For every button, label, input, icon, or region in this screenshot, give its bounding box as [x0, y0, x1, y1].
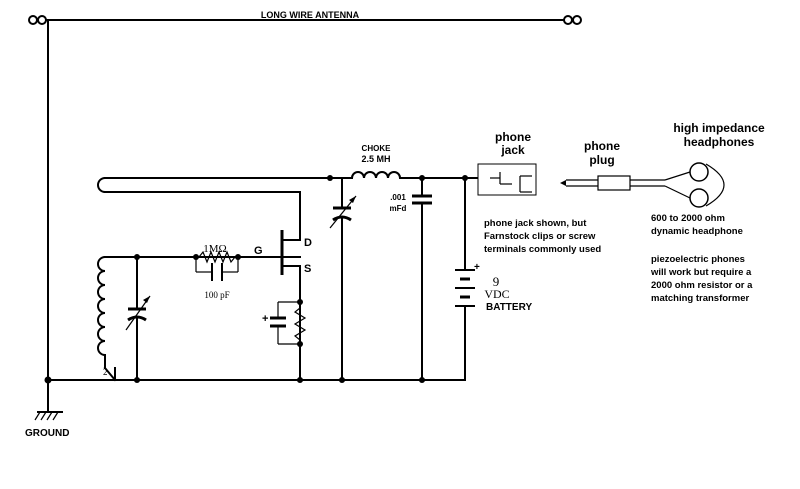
battery-label: BATTERY	[486, 302, 532, 313]
choke-title-label: CHOKE	[362, 144, 392, 153]
phone-plug-label-1: phone	[584, 139, 620, 153]
regeneration-capacitor-icon	[327, 175, 357, 383]
battery-plus-label: +	[474, 262, 480, 273]
source-bypass-capacitor-icon	[270, 299, 303, 347]
phone-jack-icon	[477, 163, 537, 196]
gate-capacitor-icon	[211, 263, 223, 281]
jack-note-line-3: terminals commonly used	[484, 244, 601, 255]
phone-jack-label-1: phone	[495, 130, 531, 144]
phone-plug-icon	[560, 175, 665, 191]
jack-note-line-1: phone jack shown, but	[484, 218, 587, 229]
headphone-note-line-2: dynamic headphone	[651, 226, 743, 237]
cap-value-label-1: .001	[390, 193, 406, 202]
resistor-value-label: 1MΩ	[203, 243, 226, 255]
jfet-transistor-icon	[266, 229, 303, 383]
gate-label: G	[254, 245, 263, 257]
piezo-note: piezoelectric phones will work but requi…	[650, 254, 753, 304]
piezo-note-line-2: will work but require a	[650, 267, 752, 278]
ground-label: GROUND	[25, 428, 69, 439]
piezo-note-line-1: piezoelectric phones	[651, 254, 745, 265]
source-label: S	[304, 263, 311, 275]
jack-note-line-2: Farnstock clips or screw	[484, 231, 596, 242]
bypass-plus-label: +	[262, 313, 268, 325]
piezo-note-line-3: 2000 ohm resistor or a	[651, 280, 753, 291]
rf-choke-icon	[341, 171, 491, 181]
choke-value-label: 2.5 MH	[361, 154, 390, 164]
ground-symbol-icon	[34, 411, 63, 421]
battery-icon	[455, 177, 475, 381]
phone-plug-label-2: plug	[589, 153, 614, 167]
headphones-icon	[664, 162, 725, 208]
bypass-capacitor-icon	[412, 177, 432, 383]
drain-label: D	[304, 237, 312, 249]
gate-resistor-icon	[193, 250, 241, 273]
phone-jack-label-2: jack	[500, 143, 525, 157]
source-resistor-icon	[293, 307, 307, 341]
headphones-label-1: high impedance	[673, 121, 765, 135]
headphones-label-2: headphones	[684, 135, 755, 149]
cap-small-value-label: 100 pF	[204, 290, 229, 300]
ground-bus	[44, 376, 466, 413]
tap-label: 2	[103, 367, 108, 377]
battery-vdc-label: VDC	[484, 287, 509, 301]
tickler-coil-icon	[97, 176, 331, 231]
headphone-note-line-1: 600 to 2000 ohm	[651, 213, 725, 224]
piezo-note-line-4: matching transformer	[651, 293, 749, 304]
battery-voltage-label: 9	[493, 274, 500, 289]
headphone-note: 600 to 2000 ohm dynamic headphone	[651, 213, 743, 237]
cap-value-label-2: mFd	[390, 204, 407, 213]
tuning-capacitor-icon	[125, 254, 151, 383]
antenna-label: LONG WIRE ANTENNA	[261, 10, 360, 20]
jack-note: phone jack shown, but Farnstock clips or…	[484, 218, 601, 255]
long-wire-antenna	[28, 15, 582, 381]
